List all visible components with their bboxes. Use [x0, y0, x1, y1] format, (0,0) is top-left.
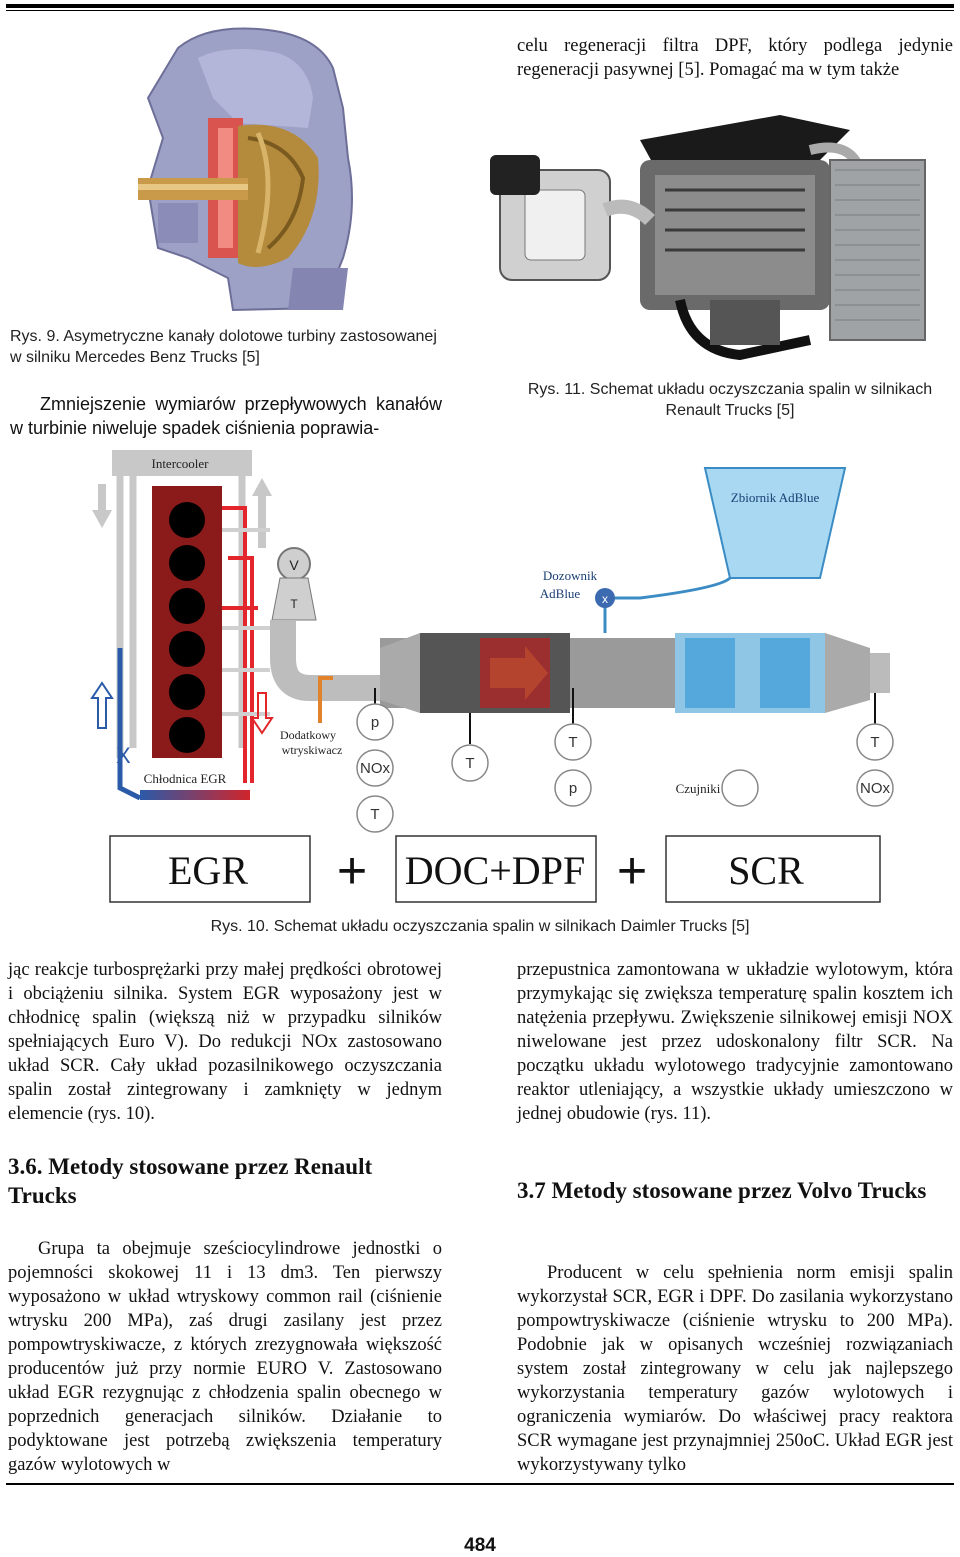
sensor-nox-1 [356, 749, 394, 787]
turbo-t-label: T [290, 597, 298, 611]
figure-10-caption: Rys. 10. Schemat układu oczyszczania spa… [210, 918, 750, 935]
sensor-nox-2 [856, 769, 894, 807]
adblue-doser-x: x [602, 592, 608, 606]
adblue-doser [595, 588, 615, 608]
turbine-cutaway-image [138, 27, 353, 312]
sensor-t-4 [856, 723, 894, 761]
adblue-tank-label: Zbiornik AdBlue [731, 490, 820, 505]
extra-injector-label-1: Dodatkowy [280, 728, 336, 742]
egr-cooler-bar [140, 790, 250, 800]
sensors-label: Czujniki [676, 781, 721, 796]
egr-return-line [117, 648, 142, 801]
plus-2: + [617, 842, 647, 900]
up-arrow-blue [90, 681, 114, 729]
sensor-t-1-label: T [370, 806, 379, 823]
sensor-p-2-label: p [569, 780, 577, 797]
sensor-nox-1-label: NOx [360, 760, 391, 777]
figure-11-caption: Rys. 11. Schemat układu oczyszczania spa… [527, 381, 933, 419]
left-column-para2: Grupa ta obejmuje sześciocylindrowe jedn… [8, 1239, 442, 1475]
scr-box [665, 835, 881, 903]
doser-label-1: Dozownik [543, 568, 598, 583]
sensor-nox-2-label: NOx [860, 780, 891, 797]
section-3-7-heading: 3.7 Metody stosowane przez Volvo Trucks [517, 1178, 927, 1203]
egr-box [109, 835, 311, 903]
intercooler-label: Intercooler [151, 456, 209, 471]
doc-dpf-box-label: DOC+DPF [405, 848, 585, 893]
sensor-t-4-label: T [870, 734, 879, 751]
bottom-rule [6, 1483, 954, 1485]
egr-box-label: EGR [168, 848, 248, 893]
adblue-line [603, 576, 732, 633]
flow-arrow-red [490, 646, 548, 700]
right-column-para1: przepustnica zamontowana w układzie wylo… [517, 960, 953, 1124]
sensor-p-2 [554, 769, 592, 807]
sensor-t-2 [451, 744, 489, 782]
top-rule [6, 4, 954, 8]
section-3-6-heading: 3.6. Metody stosowane przez Renault Truc… [8, 1154, 373, 1208]
plus-1: + [337, 842, 367, 900]
sensor-t-3-label: T [568, 734, 577, 751]
doc-dpf-box [395, 835, 597, 903]
figure-9-caption: Rys. 9. Asymetryczne kanały dolotowe tur… [10, 328, 437, 366]
sensor-t-1 [356, 795, 394, 833]
down-arrow-red [250, 692, 274, 735]
daimler-aftertreatment-diagram: Intercooler X Chłodnica EGR V T [90, 450, 894, 903]
egr-x-mark: X [116, 743, 131, 768]
renault-engine-image [490, 115, 926, 361]
down-arrow-grey [92, 484, 112, 528]
sensor-p-1-label: p [371, 714, 379, 731]
extra-injector-label-2: wtryskiwacz [282, 743, 343, 757]
scr-box-label: SCR [728, 848, 804, 893]
sensor-extra [721, 769, 759, 807]
sensor-t-3 [554, 723, 592, 761]
egr-cooler-label: Chłodnica EGR [144, 771, 227, 786]
intercooler-block [112, 450, 252, 476]
exhaust-pipe [270, 620, 380, 701]
page-number: 484 [464, 1535, 496, 1556]
extra-injector [318, 676, 333, 723]
sensor-p-1 [356, 703, 394, 741]
doser-label-2: AdBlue [540, 586, 581, 601]
left-intro-paragraph: Zmniejszenie wymiarów przepływowych kana… [10, 394, 442, 438]
up-arrow-grey [252, 478, 272, 548]
top-right-paragraph: celu regeneracji filtra DPF, który podle… [517, 36, 953, 80]
sensor-t-2-label: T [465, 755, 474, 772]
top-rule-thin [6, 10, 954, 11]
turbo-v-label: V [289, 557, 299, 573]
adblue-tank [703, 467, 847, 579]
turbo-housing [271, 577, 317, 621]
right-column-para2: Producent w celu spełnienia norm emisji … [517, 1263, 953, 1475]
left-column-para1: jąc reakcje turbosprężarki przy małej pr… [8, 960, 442, 1124]
